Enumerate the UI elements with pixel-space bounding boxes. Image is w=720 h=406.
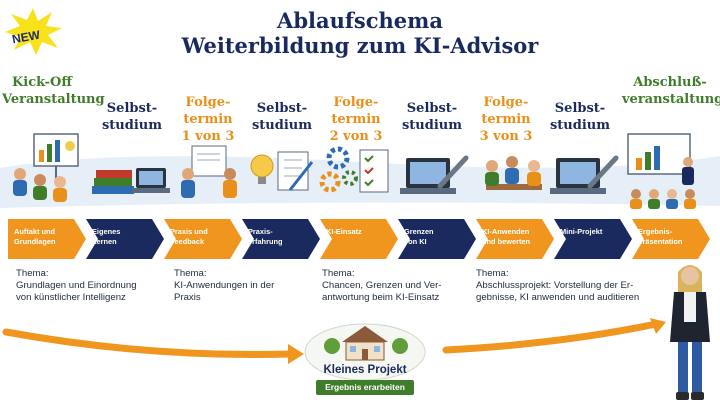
- stage-title-folgetermin-1: Folge- termin 1 von 3: [181, 95, 235, 144]
- step-1: Auftakt und Grundlagen: [8, 219, 86, 259]
- theme-3-heading: Thema:: [322, 268, 355, 279]
- house-icon: [304, 323, 426, 380]
- right-arrow-head: [650, 318, 666, 334]
- step-9-label: Ergebnis- präsentation: [638, 227, 683, 246]
- step-6-label: Grenzen von KI: [404, 227, 434, 246]
- books-laptop-icon: [92, 168, 170, 194]
- stage-title-selbststudium-1: Selbst- studium: [101, 101, 162, 133]
- step-8-label: Mini-Projekt: [560, 227, 603, 236]
- stage-title-folgetermin-3: Folge- termin 3 von 3: [479, 95, 533, 144]
- step-8: Mini-Projekt: [554, 219, 632, 259]
- step-1-label: Auftakt und Grundlagen: [14, 227, 56, 246]
- step-9: Ergebnis- präsentation: [632, 219, 710, 259]
- stage-title-selbststudium-4: Selbst- studium: [549, 101, 610, 133]
- gears-checklist-icon: [319, 146, 389, 193]
- theme-3-body: Chancen, Grenzen und Ver- antwortung bei…: [322, 280, 442, 303]
- theme-2: Thema: KI-Anwendungen in der Praxis: [174, 268, 304, 304]
- stage-title-selbststudium-3: Selbst- studium: [401, 101, 462, 133]
- step-2-label: Eigenes Lernen: [92, 227, 121, 246]
- left-flow-arrow: [2, 328, 294, 359]
- laptop-wrench-icon-2: [550, 155, 619, 194]
- theme-1-body: Grundlagen und Einordnung von künstliche…: [16, 280, 137, 303]
- illustration-band: [0, 133, 720, 209]
- starburst-icon: [5, 8, 62, 55]
- center-project-title: Kleines Projekt: [323, 364, 407, 376]
- theme-3: Thema: Chancen, Grenzen und Ver- antwort…: [322, 268, 472, 304]
- presentation-audience-icon: [627, 133, 696, 209]
- step-5-label: KI-Einsatz: [326, 227, 362, 236]
- step-7-label: KI-Anwenden und bewerten: [482, 227, 531, 246]
- title-line-1: Ablaufschema: [277, 8, 443, 33]
- left-arrow-head: [288, 344, 304, 364]
- step-5: KI-Einsatz: [320, 219, 398, 259]
- presentation-icon: [13, 133, 79, 202]
- center-project-subtitle: Ergebnis erarbeiten: [316, 380, 414, 395]
- theme-2-body: KI-Anwendungen in der Praxis: [174, 280, 275, 303]
- stage-title-kickoff: Kick-Off Veranstaltung: [2, 75, 105, 107]
- new-badge: NEW: [2, 6, 64, 56]
- presenter-figure: [670, 265, 710, 400]
- theme-4-heading: Thema:: [476, 268, 509, 279]
- theme-4: Thema: Abschlussprojekt: Vorstellung der…: [476, 268, 666, 304]
- feedback-meeting-icon: [181, 145, 237, 198]
- step-4-label: Praxis- erfahrung: [248, 227, 283, 246]
- step-2: Eigenes Lernen: [86, 219, 164, 259]
- stage-title-folgetermin-2: Folge- termin 2 von 3: [329, 95, 383, 144]
- idea-checklist-icon: [250, 151, 314, 191]
- step-6: Grenzen von KI: [398, 219, 476, 259]
- step-4: Praxis- erfahrung: [242, 219, 320, 259]
- step-3: Praxis und Feedback: [164, 219, 242, 259]
- theme-1: Thema: Grundlagen und Einordnung von kün…: [16, 268, 166, 304]
- team-meeting-icon: [485, 156, 542, 190]
- step-3-label: Praxis und Feedback: [170, 227, 208, 246]
- step-7: KI-Anwenden und bewerten: [476, 219, 554, 259]
- right-flow-arrow: [442, 320, 660, 354]
- page-title: Ablaufschema Weiterbildung zum KI-Adviso…: [150, 8, 570, 58]
- title-line-2: Weiterbildung zum KI-Advisor: [181, 33, 539, 58]
- stage-title-abschluss: Abschluß- veranstaltung: [622, 75, 720, 107]
- flow-arrows: [2, 318, 666, 364]
- stage-title-selbststudium-2: Selbst- studium: [251, 101, 312, 133]
- theme-1-heading: Thema:: [16, 268, 49, 279]
- theme-2-heading: Thema:: [174, 268, 207, 279]
- theme-4-body: Abschlussprojekt: Vorstellung der Er- ge…: [476, 280, 640, 303]
- laptop-wrench-icon: [400, 155, 469, 194]
- center-project: Kleines Projekt Ergebnis erarbeiten: [302, 320, 428, 398]
